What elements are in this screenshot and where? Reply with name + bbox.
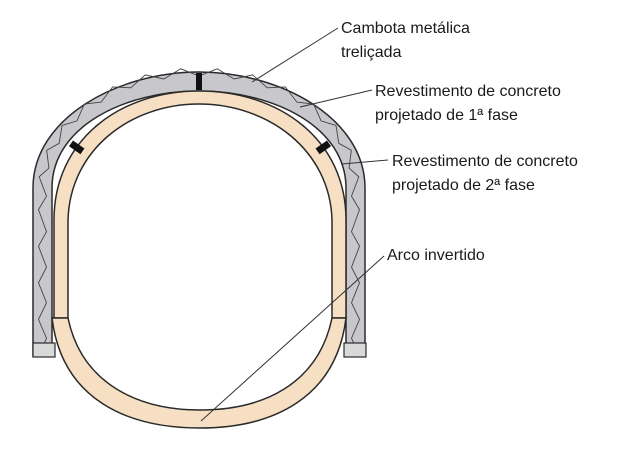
label-fase1-line1: Revestimento de concreto [375, 83, 561, 100]
label-cambota-line2: treliçada [341, 44, 402, 61]
label-fase2-line1: Revestimento de concreto [392, 153, 578, 170]
label-arco: Arco invertido [387, 247, 485, 264]
invert-arch [51, 317, 347, 429]
label-cambota-line1: Cambota metálica [341, 20, 470, 37]
label-cambota: Cambota metálica treliçada [341, 20, 474, 61]
left-steel-block [68, 140, 85, 155]
right-steel-block [315, 140, 332, 155]
leader-line-cambota [251, 27, 339, 83]
second-phase-lining [53, 90, 347, 319]
leader-line-fase1 [299, 89, 373, 108]
label-fase1: Revestimento de concreto projetado de 1ª… [375, 83, 565, 124]
label-fase2-line2: projetado de 2ª fase [392, 177, 535, 194]
crown-steel-block [196, 73, 202, 90]
label-arco-line1: Arco invertido [387, 247, 485, 264]
left-footing [32, 342, 56, 358]
label-fase1-line2: projetado de 1ª fase [375, 107, 518, 124]
leader-line-arco [200, 255, 385, 422]
first-phase-lining [32, 71, 366, 357]
leader-line-fase2 [341, 159, 389, 165]
label-fase2: Revestimento de concreto projetado de 2ª… [392, 153, 582, 194]
right-footing [343, 342, 367, 358]
